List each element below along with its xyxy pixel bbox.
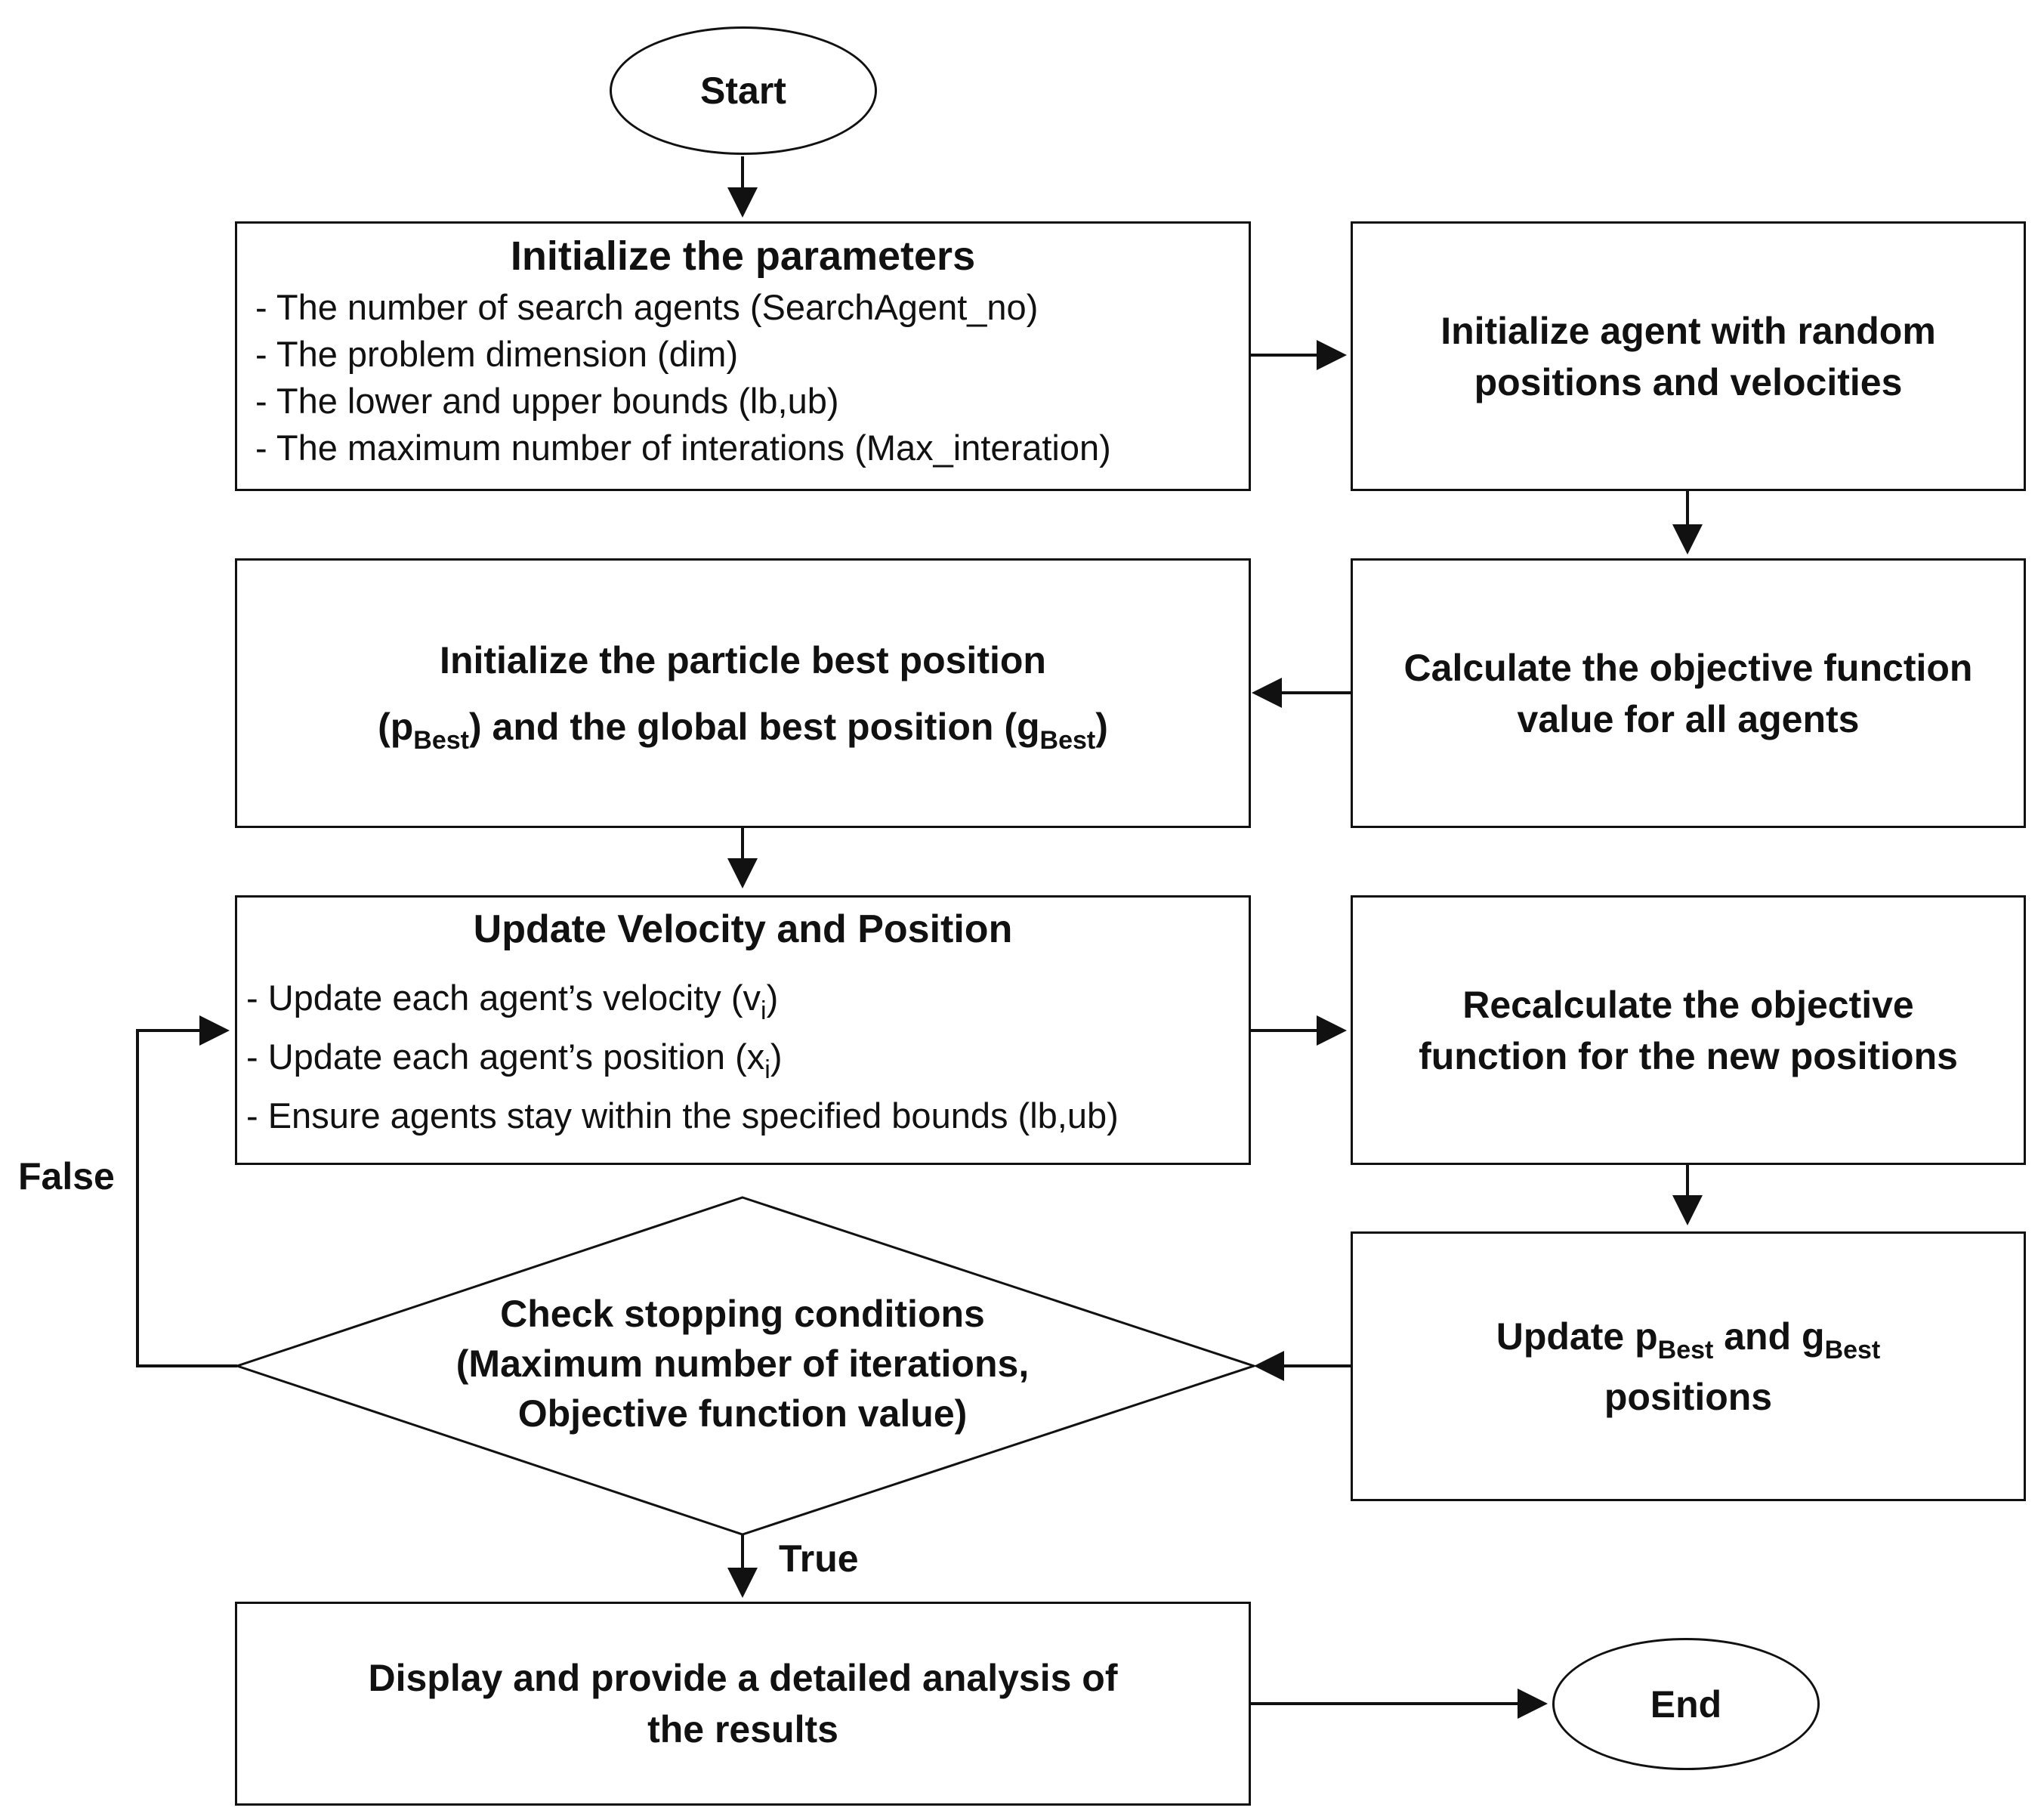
true-label: True: [779, 1537, 859, 1580]
decision-line: (Maximum number of iterations,: [455, 1343, 1030, 1385]
init-agents-box: Initialize agent with random positions a…: [1351, 221, 2026, 491]
init-param-item: - The maximum number of interations (Max…: [255, 428, 1111, 468]
display-line: the results: [647, 1708, 838, 1750]
calc-objective-line: value for all agents: [1517, 697, 1860, 740]
init-param-item: - The number of search agents (SearchAge…: [255, 287, 1039, 327]
p-best-subscript: Best: [1657, 1335, 1714, 1364]
update-item-bounds: - Ensure agents stay within the specifie…: [246, 1095, 1119, 1136]
update-best-box: Update pBest and gBest positions: [1351, 1231, 2026, 1501]
decision-diamond: [233, 1196, 1258, 1536]
decision-text: Check stopping conditions (Maximum numbe…: [365, 1289, 1120, 1438]
p-best-subscript: Best: [413, 725, 469, 755]
init-agents-line: positions and velocities: [1474, 360, 1903, 403]
init-best-box: Initialize the particle best position (p…: [235, 558, 1251, 828]
update-best-line1: Update pBest and gBest: [1496, 1315, 1881, 1364]
calc-objective-line: Calculate the objective function: [1403, 646, 1973, 689]
decision-line: Check stopping conditions: [500, 1293, 985, 1335]
init-parameters-list: - The number of search agents (SearchAge…: [237, 284, 1249, 471]
edge-decision-false-loop: [136, 1015, 237, 1367]
display-line: Display and provide a detailed analysis …: [368, 1657, 1118, 1699]
recalc-box: Recalculate the objective function for t…: [1351, 895, 2026, 1165]
init-parameters-box: Initialize the parameters - The number o…: [235, 221, 1251, 491]
start-terminal: Start: [610, 26, 877, 155]
g-best-subscript: Best: [1824, 1335, 1881, 1364]
decision-line: Objective function value): [517, 1392, 968, 1435]
g-best-subscript: Best: [1039, 725, 1096, 755]
recalc-line: Recalculate the objective: [1462, 983, 1914, 1026]
update-box: Update Velocity and Position - Update ea…: [235, 895, 1251, 1165]
false-label: False: [18, 1155, 115, 1197]
display-results-box: Display and provide a detailed analysis …: [235, 1602, 1251, 1806]
update-best-line2: positions: [1604, 1375, 1773, 1418]
init-best-line1: Initialize the particle best position: [440, 638, 1046, 681]
init-parameters-title: Initialize the parameters: [510, 233, 976, 279]
update-item-velocity: - Update each agent’s velocity (vi): [246, 978, 779, 1025]
calc-objective-box: Calculate the objective function value f…: [1351, 558, 2026, 828]
end-label: End: [1650, 1682, 1722, 1726]
init-agents-line: Initialize agent with random: [1440, 309, 1936, 352]
init-best-line2: (pBest) and the global best position (gB…: [378, 705, 1108, 755]
start-label: Start: [700, 70, 786, 112]
init-param-item: - The problem dimension (dim): [255, 334, 739, 374]
update-list: - Update each agent’s velocity (vi) - Up…: [237, 969, 1249, 1145]
init-param-item: - The lower and upper bounds (lb,ub): [255, 381, 839, 421]
update-title: Update Velocity and Position: [473, 907, 1013, 951]
recalc-line: function for the new positions: [1419, 1034, 1958, 1077]
end-terminal: End: [1552, 1638, 1820, 1770]
update-item-position: - Update each agent’s position (xi): [246, 1037, 783, 1084]
